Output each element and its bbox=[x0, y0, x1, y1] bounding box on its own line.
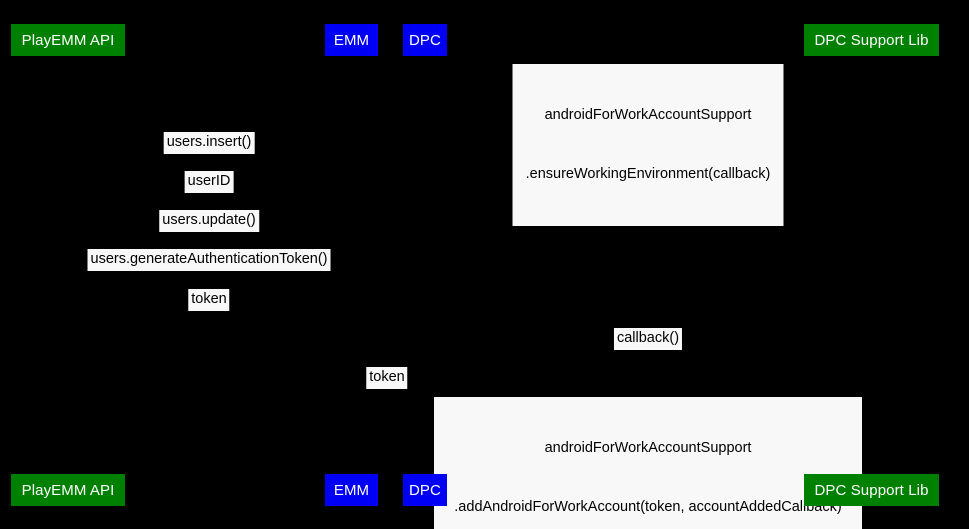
participant-footer-dpc[interactable]: DPC bbox=[403, 474, 447, 506]
message-label-users-insert: users.insert() bbox=[163, 132, 255, 154]
message-label-token-to-emm: token bbox=[188, 289, 230, 311]
message-line-7 bbox=[424, 352, 871, 353]
message-line-8 bbox=[350, 391, 424, 392]
participant-label: DPC Support Lib bbox=[814, 481, 929, 499]
message-label-users-generate-authentication-token: users.generateAuthenticationToken() bbox=[87, 249, 331, 271]
message-line-5 bbox=[67, 273, 350, 274]
participant-header-dpc[interactable]: DPC bbox=[403, 24, 447, 56]
message-label-token-to-dpc: token bbox=[366, 367, 408, 389]
message-label-ensure-working-environment: androidForWorkAccountSupport .ensureWork… bbox=[512, 64, 784, 226]
message-line-3 bbox=[67, 195, 350, 196]
participant-label: EMM bbox=[333, 31, 370, 49]
participant-footer-emm[interactable]: EMM bbox=[325, 474, 378, 506]
participant-label: EMM bbox=[333, 481, 370, 499]
lifeline-playemm bbox=[67, 56, 68, 474]
message-label-users-update: users.update() bbox=[159, 210, 259, 232]
participant-label: PlayEMM API bbox=[21, 481, 115, 499]
message-line-2 bbox=[67, 156, 350, 157]
participant-label: PlayEMM API bbox=[21, 31, 115, 49]
participant-label: DPC bbox=[409, 31, 441, 49]
participant-header-playemm-api[interactable]: PlayEMM API bbox=[11, 24, 125, 56]
lifeline-emm bbox=[350, 56, 351, 474]
message-label-line-1: androidForWorkAccountSupport bbox=[544, 107, 752, 123]
participant-label: DPC bbox=[409, 481, 441, 499]
message-label-add-android-for-work-account: androidForWorkAccountSupport .addAndroid… bbox=[434, 397, 862, 529]
message-label-callback: callback() bbox=[613, 328, 683, 350]
message-line-6 bbox=[67, 313, 350, 314]
participant-header-emm[interactable]: EMM bbox=[325, 24, 378, 56]
message-label-line-1: androidForWorkAccountSupport bbox=[544, 440, 752, 456]
message-label-line-2: .addAndroidForWorkAccount(token, account… bbox=[454, 498, 842, 515]
participant-header-dpc-support-lib[interactable]: DPC Support Lib bbox=[804, 24, 939, 56]
lifeline-dpc bbox=[424, 56, 425, 474]
message-label-line-2: .ensureWorkingEnvironment(callback) bbox=[525, 165, 771, 182]
message-label-userid: userID bbox=[184, 171, 234, 193]
lifeline-support bbox=[871, 56, 872, 474]
message-line-4 bbox=[67, 234, 350, 235]
participant-label: DPC Support Lib bbox=[814, 31, 929, 49]
participant-footer-playemm-api[interactable]: PlayEMM API bbox=[11, 474, 125, 506]
participant-footer-dpc-support-lib[interactable]: DPC Support Lib bbox=[804, 474, 939, 506]
